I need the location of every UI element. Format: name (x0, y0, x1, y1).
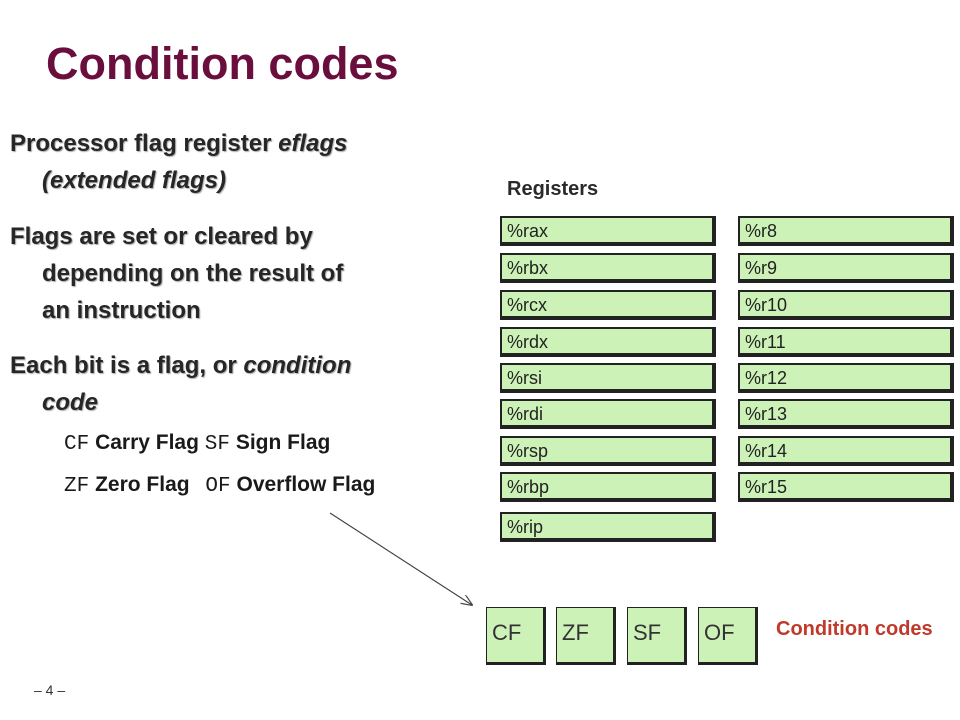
flag-name: Zero Flag (95, 473, 190, 496)
bullet-line: Flags are set or cleared by (10, 223, 313, 250)
register-rdi: %rdi (500, 399, 716, 429)
bullet-line: Each bit is a flag, or condition (10, 352, 352, 379)
condition-code-zf: ZF (556, 607, 616, 665)
register-r11: %r11 (738, 327, 954, 357)
bullet-each-bit: Each bit is a flag, or condition code (10, 347, 480, 421)
register-r14: %r14 (738, 436, 954, 466)
emphasis-text: condition (243, 352, 352, 379)
register-r10: %r10 (738, 290, 954, 320)
register-rsi: %rsi (500, 363, 716, 393)
register-rdx: %rdx (500, 327, 716, 357)
registers-title: Registers (507, 178, 599, 200)
emphasis-text: eflags (278, 130, 348, 157)
register-r8: %r8 (738, 216, 954, 246)
flag-list: CF Carry Flag SF Sign Flag ZF Zero Flag … (64, 423, 375, 507)
condition-code-cf: CF (486, 607, 546, 665)
page-number: – 4 – (34, 682, 66, 698)
bullet-line: code (10, 384, 480, 421)
flag-code: SF (204, 433, 230, 456)
bullet-flags-set: Flags are set or cleared by depending on… (10, 218, 480, 329)
flag-code: OF (205, 475, 231, 498)
flag-row: ZF Zero Flag OF Overflow Flag (64, 465, 375, 507)
condition-codes-label: Condition codes (776, 618, 933, 640)
register-rbx: %rbx (500, 253, 716, 283)
register-r13: %r13 (738, 399, 954, 429)
flag-name: Overflow Flag (236, 473, 376, 496)
register-rbp: %rbp (500, 472, 716, 502)
bullet-line: Processor flag register eflags (10, 130, 348, 157)
register-rcx: %rcx (500, 290, 716, 320)
emphasis-text: (extended flags) (42, 167, 227, 194)
register-r12: %r12 (738, 363, 954, 393)
flag-row: CF Carry Flag SF Sign Flag (64, 423, 375, 465)
flag-name: Carry Flag (95, 431, 199, 454)
register-r9: %r9 (738, 253, 954, 283)
bullet-line: (extended flags) (10, 162, 480, 199)
flag-name: Sign Flag (235, 431, 331, 454)
register-r15: %r15 (738, 472, 954, 502)
bullet-line: depending on the result of (42, 260, 344, 287)
bullet-eflags: Processor flag register eflags (extended… (10, 125, 480, 199)
page-title: Condition codes (46, 38, 399, 89)
flag-code: CF (64, 433, 90, 456)
emphasis-text: code (42, 389, 99, 416)
condition-code-of: OF (698, 607, 758, 665)
register-rax: %rax (500, 216, 716, 246)
bullet-line: an instruction (42, 297, 201, 324)
register-rsp: %rsp (500, 436, 716, 466)
flag-code: ZF (64, 475, 90, 498)
register-rip: %rip (500, 512, 716, 542)
condition-code-sf: SF (627, 607, 687, 665)
